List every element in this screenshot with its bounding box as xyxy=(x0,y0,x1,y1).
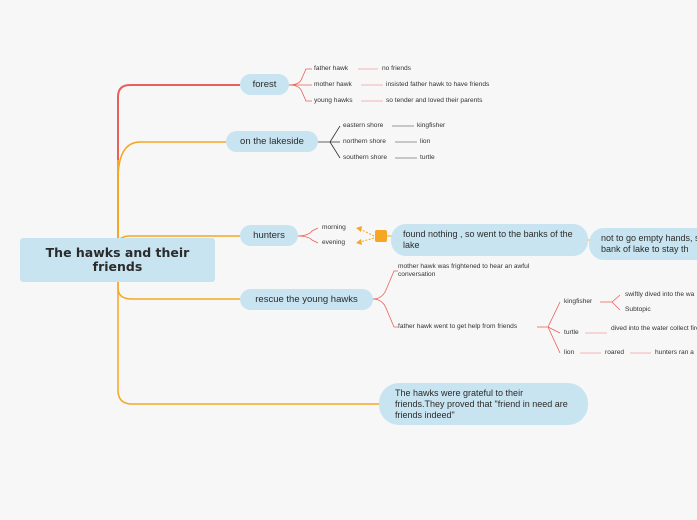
relationship-marker[interactable] xyxy=(375,230,387,242)
trunk-ending xyxy=(117,282,380,405)
branch-hunters[interactable]: hunters xyxy=(240,225,298,246)
rescue-item-2[interactable]: father hawk went to get help from friend… xyxy=(398,323,518,330)
ending-text: The hawks were grateful to their friends… xyxy=(395,387,568,420)
trunk-rescue xyxy=(117,282,240,300)
branch-forest[interactable]: forest xyxy=(240,74,289,95)
hunters-evening[interactable]: evening xyxy=(322,239,346,246)
forest-key-1[interactable]: father hawk xyxy=(314,65,349,72)
ending-bubble[interactable]: The hawks were grateful to their friends… xyxy=(379,383,588,425)
helper-lion[interactable]: lion xyxy=(564,349,575,356)
trunk-forest xyxy=(117,84,240,258)
forest-value-1[interactable]: no friends xyxy=(382,65,411,72)
hunters-result-bubble[interactable]: found nothing , so went to the banks of … xyxy=(391,224,588,256)
hunters-result2-bubble[interactable]: not to go empty hands, so bank of lake t… xyxy=(589,228,697,260)
helper-kingfisher[interactable]: kingfisher xyxy=(564,298,593,305)
lion-action-2[interactable]: hunters ran a xyxy=(655,349,694,356)
forest-value-3[interactable]: so tender and loved their parents xyxy=(386,97,483,104)
rescue-item-1[interactable]: mother hawk was frightened to hear an aw… xyxy=(398,263,530,278)
kingfisher-action-1[interactable]: swiftly dived into the wa xyxy=(625,291,695,298)
lakeside-key-1[interactable]: eastern shore xyxy=(343,122,384,129)
lion-action-1[interactable]: roared xyxy=(605,349,625,356)
lakeside-value-2[interactable]: lion xyxy=(420,138,431,145)
helper-turtle[interactable]: turtle xyxy=(564,329,579,336)
forest-key-2[interactable]: mother hawk xyxy=(314,81,352,88)
branch-rescue-label: rescue the young hawks xyxy=(255,294,358,305)
lakeside-value-1[interactable]: kingfisher xyxy=(417,122,446,129)
branch-lakeside[interactable]: on the lakeside xyxy=(226,131,318,152)
forest-value-2[interactable]: insisted father hawk to have friends xyxy=(386,81,490,88)
trunk-lakeside xyxy=(117,141,226,181)
branch-lakeside-label: on the lakeside xyxy=(240,136,304,147)
hunters-result2-text: not to go empty hands, so bank of lake t… xyxy=(601,233,697,254)
turtle-action-1[interactable]: dived into the water collect fire xyxy=(611,325,697,332)
branch-rescue[interactable]: rescue the young hawks xyxy=(240,289,373,310)
forest-key-3[interactable]: young hawks xyxy=(314,97,353,104)
hunters-morning[interactable]: morning xyxy=(322,224,346,231)
lakeside-key-2[interactable]: northern shore xyxy=(343,138,386,145)
hunters-result-text: found nothing , so went to the banks of … xyxy=(403,229,573,250)
branch-hunters-label: hunters xyxy=(253,230,285,241)
lakeside-value-3[interactable]: turtle xyxy=(420,154,435,161)
kingfisher-action-2[interactable]: Subtopic xyxy=(625,306,651,313)
root-topic[interactable]: The hawks and their friends xyxy=(20,238,215,282)
branch-forest-label: forest xyxy=(252,79,277,90)
lakeside-key-3[interactable]: southern shore xyxy=(343,154,387,161)
root-topic-label: The hawks and their friends xyxy=(45,245,190,274)
